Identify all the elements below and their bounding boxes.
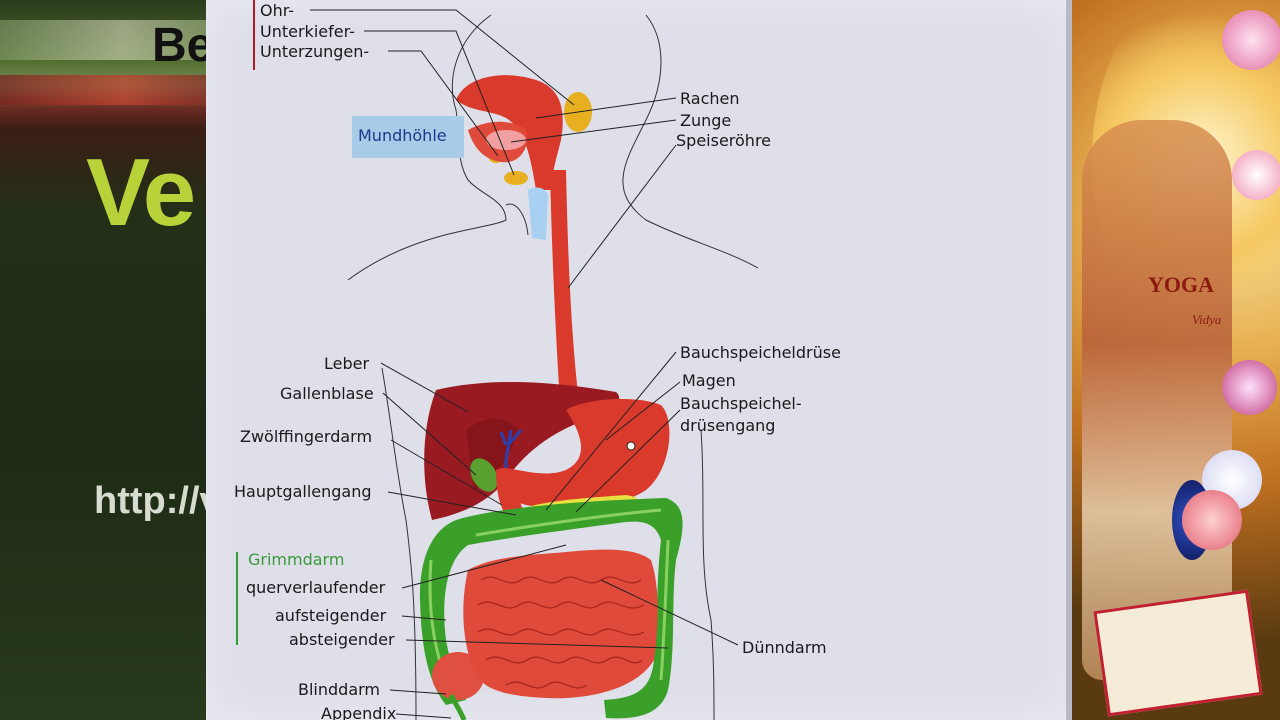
leader-leber (380, 362, 469, 413)
flower (1232, 150, 1280, 200)
label-bauchspeichel-2: drüsengang (680, 416, 775, 435)
stomach (502, 398, 670, 509)
gallbladder (470, 458, 498, 492)
label-grimmdarm: Grimmdarm (248, 550, 344, 569)
label-unterkiefer: Unterkiefer- (260, 22, 355, 41)
label-bauchspeicheldruese: Bauchspeicheldrüse (680, 343, 841, 362)
slide-edge (1066, 0, 1072, 720)
trachea (528, 187, 548, 240)
body-outline-neck (505, 203, 529, 236)
background-big-text-fragment: Ve (86, 139, 196, 246)
yoga-logo: YOGA (1148, 272, 1214, 297)
label-appendix: Appendix (321, 704, 396, 720)
label-ohr: Ohr- (260, 1, 294, 20)
label-mundhoehle: Mundhöhle (358, 126, 447, 145)
leader-duenndarm (600, 579, 739, 646)
leader-unterzungen (388, 50, 499, 157)
label-aufsteigender: aufsteigender (275, 606, 387, 625)
label-zunge: Zunge (680, 111, 731, 130)
slide: Ohr- Unterkiefer- Unterzungen- Mundhöhle… (206, 0, 1072, 720)
digestive-system-diagram: Ohr- Unterkiefer- Unterzungen- Mundhöhle… (234, 0, 841, 720)
right-background-painting (1072, 0, 1280, 720)
body-outline-torso-right (700, 429, 715, 720)
pancreatic-marker (626, 441, 636, 451)
label-unterzungen: Unterzungen- (260, 42, 369, 61)
leader-ohr (310, 9, 575, 106)
yoga-logo-sub: Vidya (1192, 312, 1222, 327)
leader-magen (605, 381, 681, 441)
background-title-fragment: Be (152, 19, 214, 72)
flower (1222, 10, 1280, 70)
leader-speiseroehre (567, 144, 677, 289)
body-outline-head-right (622, 14, 759, 269)
label-absteigender: absteigender (289, 630, 395, 649)
pharynx (456, 75, 563, 190)
esophagus (550, 170, 581, 420)
label-querverlaufender: querverlaufender (246, 578, 386, 597)
book (1093, 589, 1263, 717)
leader-zwoelffingerdarm (390, 439, 503, 506)
leader-rachen (535, 97, 677, 119)
small-intestine (463, 549, 658, 699)
leader-gallenblase (382, 392, 477, 476)
left-background-photo (0, 0, 206, 720)
tongue (486, 130, 526, 150)
leader-unterkiefer (364, 30, 515, 176)
motion-streak (0, 20, 206, 60)
mundhoehle-box (352, 116, 464, 158)
label-blinddarm: Blinddarm (298, 680, 380, 699)
flower (1182, 490, 1242, 550)
leader-absteigender (405, 639, 669, 649)
label-speiseroehre: Speiseröhre (676, 131, 771, 150)
leader-appendix (395, 713, 452, 719)
label-rachen: Rachen (680, 89, 740, 108)
leader-aufsteigender (401, 615, 447, 621)
leader-querverlaufender (401, 544, 567, 589)
background-url-fragment: http://v (94, 480, 221, 522)
label-hauptgallengang: Hauptgallengang (234, 482, 372, 501)
label-gallenblase: Gallenblase (280, 384, 374, 403)
jaw-gland (504, 171, 528, 185)
painted-figure (1082, 120, 1232, 680)
label-magen: Magen (682, 371, 736, 390)
label-zwoelffingerdarm: Zwölffingerdarm (240, 427, 372, 446)
leader-bauchspeichelgang (575, 409, 681, 513)
appendix (448, 693, 467, 720)
flower (1222, 360, 1277, 415)
body-outline-head (347, 14, 507, 281)
label-duenndarm: Dünndarm (742, 638, 827, 657)
leader-blinddarm (389, 689, 447, 695)
cecum (432, 652, 484, 700)
small-intestine-coils (477, 576, 645, 689)
leader-bauchspeicheldruese (545, 351, 677, 511)
leader-hauptgallengang (387, 491, 517, 516)
label-leber: Leber (324, 354, 369, 373)
label-bauchspeichel-1: Bauchspeichel- (680, 394, 802, 413)
motion-streak (0, 75, 206, 105)
leader-zunge (510, 119, 677, 143)
body-outline-torso-left (381, 367, 417, 720)
